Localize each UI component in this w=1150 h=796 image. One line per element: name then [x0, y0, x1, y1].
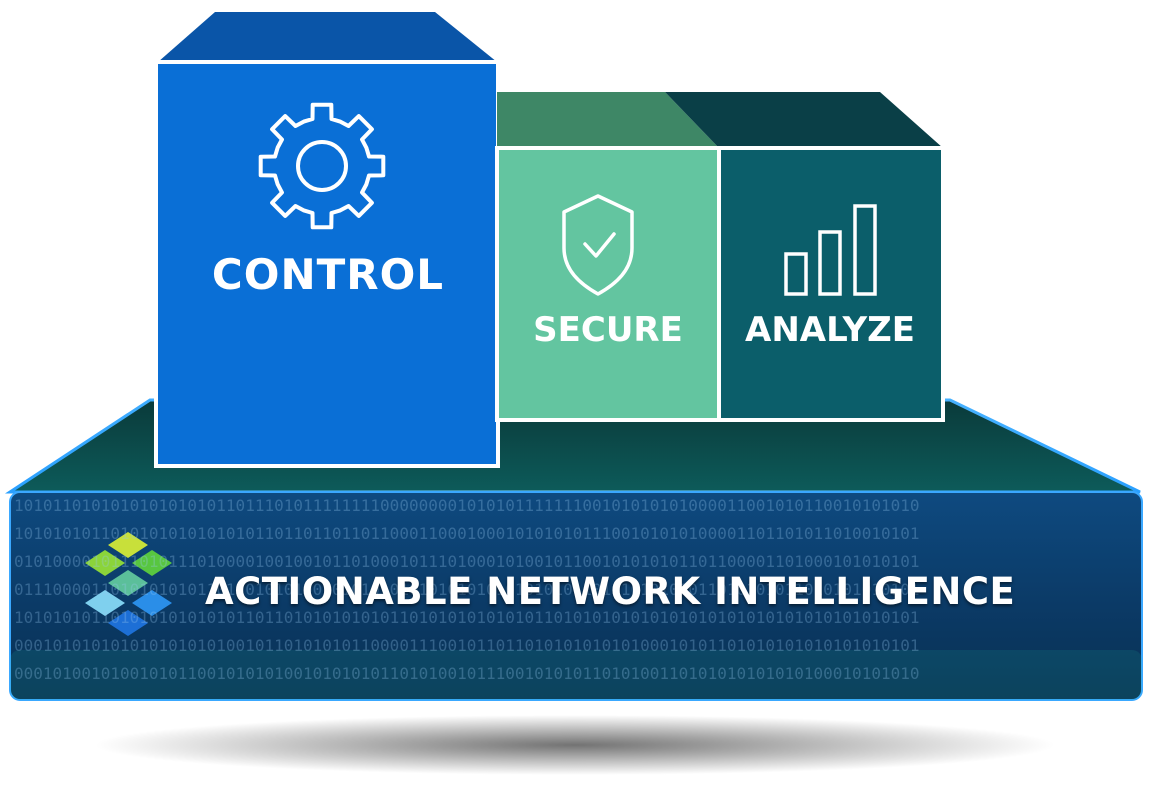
secure-block-top [497, 92, 719, 148]
control-title: CONTROL [211, 250, 445, 299]
platform-glow [10, 650, 1142, 700]
bar-chart-icon [784, 204, 877, 296]
platform-title: ACTIONABLE NETWORK INTELLIGENCE [205, 570, 1016, 613]
control-block-top [158, 12, 497, 62]
control-item-automate: - Automate [0, 5, 170, 36]
control-item-optimize: - Optimize [0, 46, 157, 77]
secure-block-front [495, 146, 721, 422]
analyze-block-top [665, 92, 943, 148]
diamond-grid-logo-icon [85, 532, 172, 636]
gear-icon [258, 102, 386, 230]
secure-title: SECURE [533, 310, 683, 350]
control-block-front [154, 60, 500, 468]
platform-front [9, 491, 1143, 701]
shield-check-icon [562, 194, 634, 296]
analyze-title: ANALYZE [745, 310, 915, 350]
ground-shadow [95, 715, 1055, 775]
analyze-block-front [717, 146, 945, 422]
